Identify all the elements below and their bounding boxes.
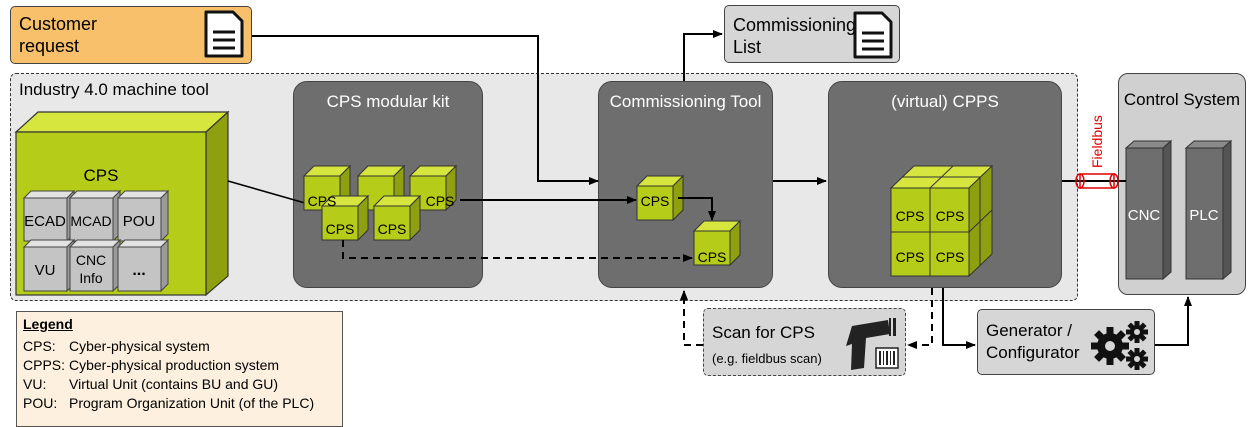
legend-text: Virtual Unit (contains BU and GU) [69, 376, 279, 392]
commissioning-tool-panel: Commissioning Tool [598, 81, 773, 288]
cps-cube-label: CPS [936, 208, 965, 224]
cps-item-label: MCAD [70, 213, 111, 229]
legend-box: Legend CPS: Cyber-physical system CPPS:Cy… [16, 311, 343, 427]
legend-entry: POU: Program Organization Unit (of the PL… [23, 395, 314, 411]
generator-label: Generator / Configurator [986, 320, 1080, 364]
control-system-title: Control System [1123, 90, 1241, 109]
cpps-cube-stack: CPS CPS CPS CPS [889, 164, 994, 278]
arrow-customer-to-tool [252, 35, 599, 185]
generator-box: Generator / Configurator [977, 309, 1155, 375]
customer-request-line2: request [19, 36, 80, 56]
cps-item-label: POU [123, 213, 156, 230]
cps-item-label: VU [35, 262, 56, 279]
fieldbus-connector-icon [1075, 173, 1119, 189]
legend-entry: VU: Virtual Unit (contains BU and GU) [23, 376, 278, 392]
cps-cube-label: CPS [698, 249, 727, 265]
cps-item-pou: POU [116, 189, 170, 243]
legend-text: Program Organization Unit (of the PLC) [69, 395, 315, 411]
connector-line [227, 180, 313, 206]
legend-text: Cyber-physical system [69, 338, 210, 354]
arrow-kit-dashed [342, 240, 693, 262]
cps-item-label: ... [132, 262, 145, 279]
cps-cube-label: CPS [896, 208, 925, 224]
document-icon [853, 11, 893, 59]
cps-big-title: CPS [84, 166, 119, 185]
commissioning-tool-cubes: CPS CPS [636, 175, 741, 266]
cps-cube-label: CPS [936, 249, 965, 265]
barcode-scanner-icon [846, 318, 899, 370]
legend-text: Cyber-physical production system [69, 357, 280, 373]
arrow-cps-to-cps [678, 197, 716, 221]
cnc-label: CNC [1128, 207, 1161, 224]
commissioning-tool-title: Commissioning Tool [609, 92, 762, 111]
plc-column: PLC [1184, 139, 1233, 281]
legend-title: Legend [23, 316, 73, 332]
commissioning-list-line2: List [733, 37, 762, 57]
plc-label: PLC [1189, 207, 1218, 224]
legend-abbr: CPPS: [23, 357, 66, 373]
cpps-title: (virtual) CPPS [891, 92, 999, 111]
cps-cube-label: CPS [641, 193, 670, 209]
customer-request-label: Customer request [19, 13, 97, 57]
generator-line1: Generator / [986, 321, 1072, 340]
modular-kit-title: CPS modular kit [326, 92, 450, 111]
cps-item-label: CNC [76, 252, 106, 268]
cps-cube-label: CPS [378, 221, 407, 237]
cps-item-label: Info [79, 270, 103, 286]
cps-cube-label: CPS [896, 249, 925, 265]
arrow-cpps-to-scan [907, 288, 933, 349]
arrow-scan-to-tool [680, 290, 703, 346]
cps-item-ecad: ECAD [22, 189, 76, 243]
cps-item-mcad: MCAD [68, 189, 122, 243]
cps-item-cnc-info: CNC Info [68, 238, 122, 293]
scan-box: Scan for CPS (e.g. fieldbus scan) [703, 308, 906, 376]
scan-subtitle: (e.g. fieldbus scan) [712, 351, 822, 366]
legend-entry: CPPS:Cyber-physical production system [23, 357, 279, 373]
arrow-cpps-to-generator [942, 288, 976, 349]
cnc-column: CNC [1124, 139, 1173, 281]
legend-abbr: CPS: [23, 338, 56, 354]
commissioning-list-label: Commissioning List [733, 14, 856, 58]
commissioning-list-line1: Commissioning [733, 15, 857, 35]
fieldbus-label: Fieldbus [1089, 115, 1105, 168]
modular-kit-cubes: CPS CPS CPS CPS [303, 165, 457, 241]
cps-item-vu: VU [22, 238, 76, 293]
cps-item-more: ... [116, 238, 170, 293]
cps-cube-label: CPS [426, 193, 455, 209]
legend-entry: CPS: Cyber-physical system [23, 338, 210, 354]
cps-big-cube: CPS ECAD MCAD POU VU [14, 110, 230, 297]
customer-request-line1: Customer [19, 14, 98, 34]
arrow-generator-to-control [1155, 296, 1192, 346]
cps-cube-label: CPS [308, 193, 337, 209]
document-icon [204, 10, 244, 58]
machine-tool-label: Industry 4.0 machine tool [19, 80, 209, 99]
gears-icon [1091, 321, 1148, 370]
cps-item-label: ECAD [24, 213, 66, 230]
scan-title: Scan for CPS [712, 323, 815, 342]
legend-abbr: VU: [23, 376, 47, 392]
generator-line2: Configurator [986, 343, 1080, 362]
legend-abbr: POU: [23, 395, 58, 411]
cps-cube-label: CPS [326, 221, 355, 237]
arrow-tool-to-list [683, 30, 723, 81]
